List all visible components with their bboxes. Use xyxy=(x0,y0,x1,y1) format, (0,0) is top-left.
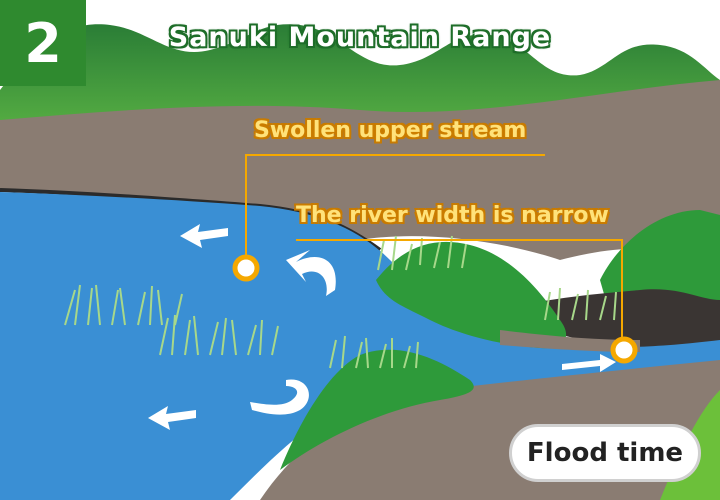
river xyxy=(0,192,720,500)
flood-time-badge: Flood time xyxy=(509,424,701,482)
upper-marker xyxy=(232,254,260,282)
reeds-middle xyxy=(329,335,419,369)
arrow-swirl-1 xyxy=(286,250,336,296)
dark-gorge xyxy=(500,289,720,350)
reeds-right xyxy=(544,287,617,321)
page-title: Sanuki Mountain Range xyxy=(168,22,552,53)
arrow-upstream-2 xyxy=(148,406,196,430)
step-number-badge: 2 xyxy=(0,0,86,86)
upper-bank xyxy=(0,80,720,260)
callout-narrow-width: The river width is narrow xyxy=(296,203,609,228)
reeds-left xyxy=(64,284,279,356)
reeds-upper xyxy=(377,235,467,271)
arrow-downstream xyxy=(562,354,616,372)
narrow-leader-line xyxy=(296,239,623,350)
lower-hill xyxy=(280,349,474,470)
arrow-swirl-2 xyxy=(250,379,309,415)
narrow-marker xyxy=(610,336,638,364)
flow-arrows xyxy=(148,224,616,430)
callout-lines xyxy=(245,154,623,350)
middle-bank xyxy=(500,330,640,352)
upper-leader-line xyxy=(245,154,545,268)
callout-upper-stream: Swollen upper stream xyxy=(254,118,527,143)
arrow-upstream-1 xyxy=(180,224,228,248)
middle-hill xyxy=(376,241,567,349)
